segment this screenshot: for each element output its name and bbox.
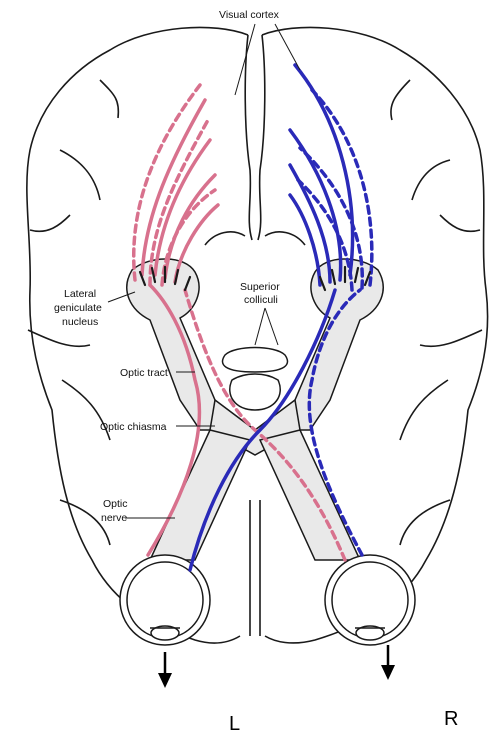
label-superior-colliculi-2: colliculi bbox=[244, 294, 278, 306]
label-visual-cortex: Visual cortex bbox=[219, 9, 280, 21]
label-lgn-2: geniculate bbox=[54, 302, 102, 314]
left-eye bbox=[120, 555, 210, 645]
label-optic-nerve-2: nerve bbox=[101, 512, 127, 524]
label-optic-nerve-1: Optic bbox=[103, 498, 128, 510]
label-left: L bbox=[229, 713, 240, 735]
label-optic-chiasma: Optic chiasma bbox=[100, 421, 167, 433]
label-lgn-1: Lateral bbox=[64, 288, 96, 300]
label-optic-tract: Optic tract bbox=[120, 367, 168, 379]
label-superior-colliculi-1: Superior bbox=[240, 281, 280, 293]
down-arrow-right bbox=[381, 645, 395, 680]
label-lgn-3: nucleus bbox=[62, 316, 98, 328]
label-right: R bbox=[444, 708, 458, 730]
right-eye bbox=[325, 555, 415, 645]
down-arrow-left bbox=[158, 652, 172, 688]
